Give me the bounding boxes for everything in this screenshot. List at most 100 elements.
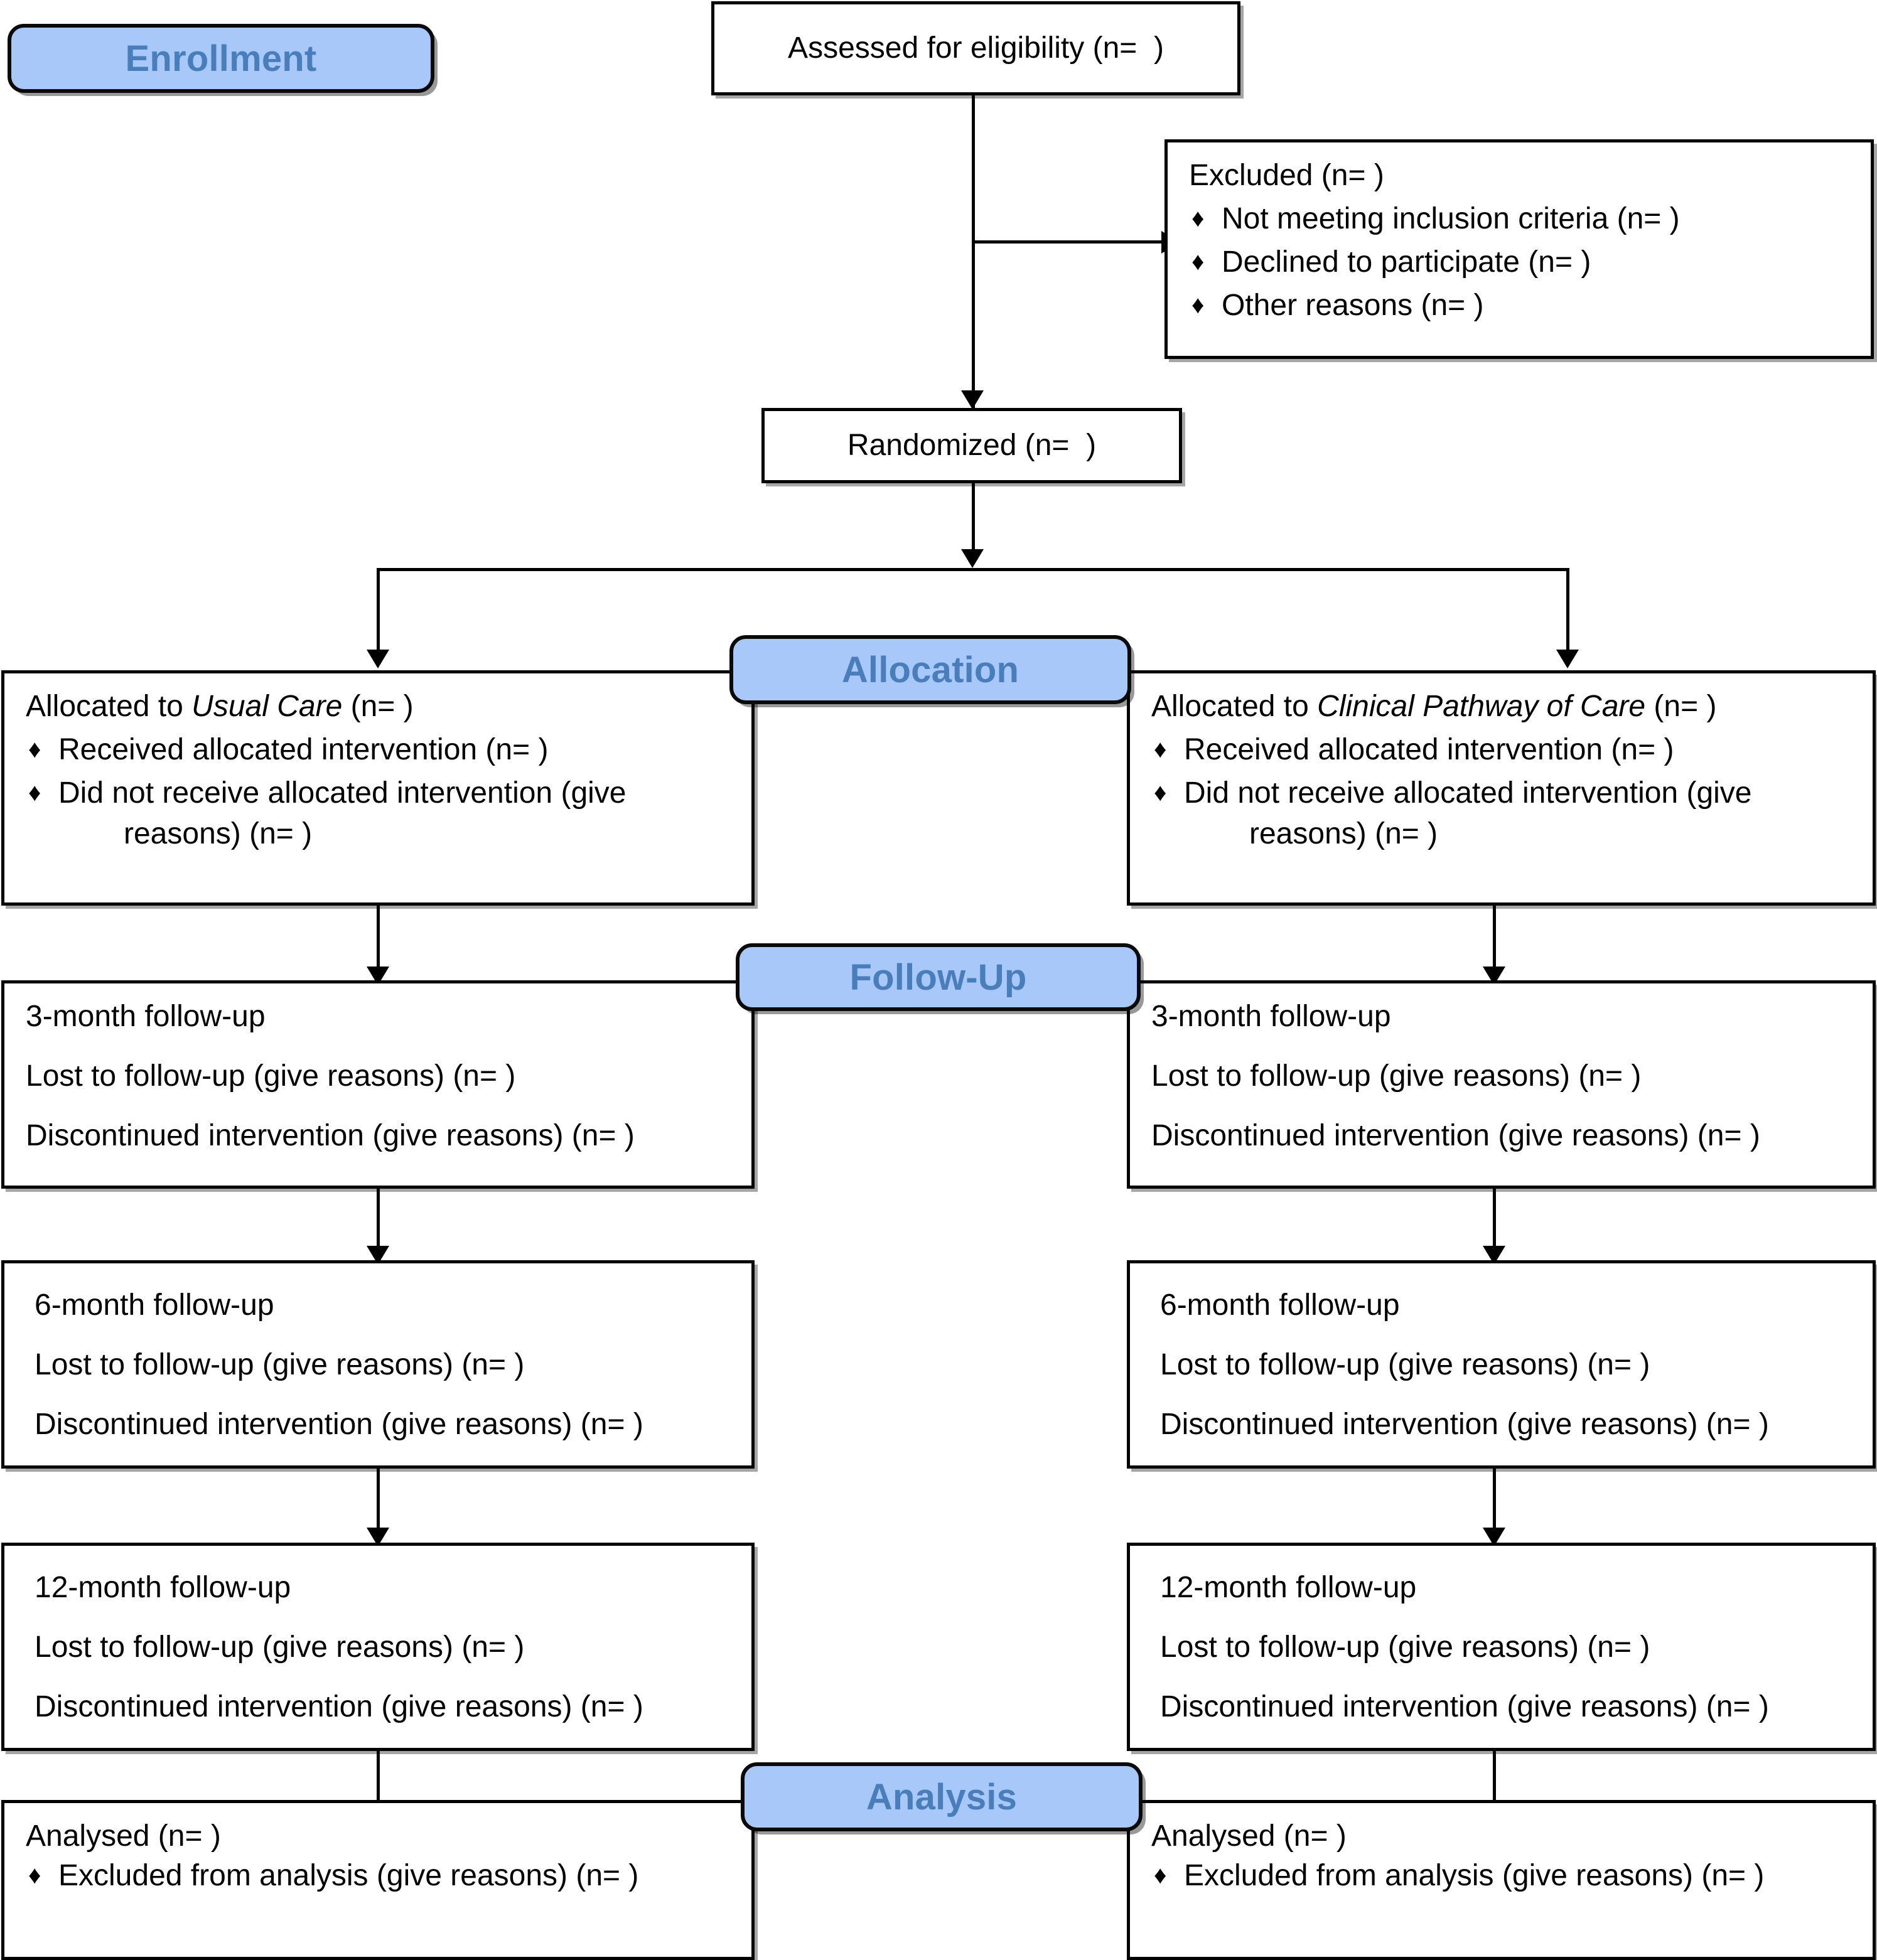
- arrow-split-to-right-allocation: [1556, 650, 1579, 668]
- diamond-bullet-icon: ♦: [28, 1861, 41, 1889]
- diamond-bullet-icon: ♦: [1191, 291, 1205, 319]
- diamond-bullet-icon: ♦: [28, 778, 41, 806]
- connector-left-alloc-to-m3: [377, 906, 380, 975]
- allocation-left-item-2: ♦ Did not receive allocated intervention…: [26, 776, 730, 850]
- excluded-reason-2: ♦ Declined to participate (n= ): [1189, 245, 1849, 279]
- excluded-reason-3: ♦ Other reasons (n= ): [1189, 288, 1849, 322]
- box-allocation-left-inner: Allocated to Usual Care (n= ) ♦ Received…: [4, 673, 751, 902]
- arrow-split-to-left-allocation: [367, 650, 389, 668]
- m3-right-heading: 3-month follow-up: [1151, 1000, 1391, 1033]
- box-followup-6month-left: 6-month follow-up Lost to follow-up (giv…: [1, 1260, 755, 1469]
- connector-split-left-vertical: [377, 568, 380, 656]
- box-analysis-left-inner: Analysed (n= ) ♦ Excluded from analysis …: [4, 1803, 751, 1957]
- stage-pill-analysis: Analysis: [741, 1762, 1143, 1831]
- assessed-text: Assessed for eligibility (n= ): [788, 31, 1164, 65]
- m6-left-discontinued: Discontinued intervention (give reasons)…: [35, 1407, 643, 1441]
- allocation-right-title-prefix: Allocated to: [1151, 690, 1318, 723]
- m3-left-heading: 3-month follow-up: [26, 1000, 266, 1033]
- box-followup-3month-left: 3-month follow-up Lost to follow-up (giv…: [1, 980, 755, 1189]
- excluded-reason-1-label: Not meeting inclusion criteria (n= ): [1222, 201, 1680, 235]
- connector-split-right-vertical: [1566, 568, 1569, 656]
- m12-right-lost: Lost to follow-up (give reasons) (n= ): [1160, 1630, 1650, 1664]
- box-allocation-right-inner: Allocated to Clinical Pathway of Care (n…: [1130, 673, 1873, 902]
- box-excluded: Excluded (n= ) ♦ Not meeting inclusion c…: [1164, 139, 1874, 359]
- box-assessed-for-eligibility: Assessed for eligibility (n= ): [711, 1, 1240, 95]
- m12-left-heading: 12-month follow-up: [35, 1571, 291, 1604]
- m12-left-lost: Lost to follow-up (give reasons) (n= ): [35, 1630, 525, 1664]
- m12-left-discontinued: Discontinued intervention (give reasons)…: [35, 1690, 643, 1723]
- arrow-to-randomized: [961, 390, 984, 409]
- allocation-right-item-1: ♦ Received allocated intervention (n= ): [1151, 734, 1851, 766]
- randomized-text: Randomized (n= ): [847, 429, 1097, 462]
- box-analysis-right: Analysed (n= ) ♦ Excluded from analysis …: [1127, 1800, 1876, 1960]
- arrow-randomized-to-split: [961, 549, 984, 568]
- m12-right-heading: 12-month follow-up: [1160, 1571, 1417, 1604]
- stage-label-analysis: Analysis: [866, 1776, 1018, 1818]
- connector-left-m6-to-m12: [377, 1469, 380, 1538]
- box-followup-6month-right: 6-month follow-up Lost to follow-up (giv…: [1127, 1260, 1876, 1469]
- box-assessed-inner: Assessed for eligibility (n= ): [714, 4, 1237, 92]
- excluded-reason-2-label: Declined to participate (n= ): [1222, 245, 1591, 279]
- stage-pill-allocation: Allocation: [729, 635, 1131, 704]
- box-followup-12month-left: 12-month follow-up Lost to follow-up (gi…: [1, 1543, 755, 1751]
- stage-label-followup: Follow-Up: [849, 956, 1027, 998]
- diamond-bullet-icon: ♦: [1154, 1861, 1167, 1889]
- allocation-right-title-suffix: (n= ): [1645, 690, 1717, 723]
- diamond-bullet-icon: ♦: [28, 735, 41, 763]
- diamond-bullet-icon: ♦: [1154, 735, 1167, 763]
- m12-right-discontinued: Discontinued intervention (give reasons)…: [1160, 1690, 1769, 1723]
- connector-to-excluded-horizontal: [972, 240, 1166, 244]
- diamond-bullet-icon: ♦: [1191, 247, 1205, 276]
- allocation-right-item-2: ♦ Did not receive allocated intervention…: [1151, 777, 1851, 850]
- analysis-left-analysed: Analysed (n= ): [26, 1819, 221, 1853]
- analysis-left-excluded-label: Excluded from analysis (give reasons) (n…: [58, 1858, 639, 1892]
- analysis-right-analysed: Analysed (n= ): [1151, 1819, 1347, 1853]
- allocation-right-item-1-label: Received allocated intervention (n= ): [1184, 732, 1674, 766]
- m6-right-heading: 6-month follow-up: [1160, 1288, 1400, 1322]
- box-allocation-right: Allocated to Clinical Pathway of Care (n…: [1127, 670, 1876, 906]
- analysis-right-excluded: ♦ Excluded from analysis (give reasons) …: [1151, 1860, 1851, 1892]
- stage-label-enrollment: Enrollment: [125, 38, 317, 79]
- connector-left-m3-to-m6: [377, 1189, 380, 1255]
- box-followup-12month-left-inner: 12-month follow-up Lost to follow-up (gi…: [4, 1546, 751, 1748]
- allocation-right-item-2-wrap: reasons) (n= ): [1249, 817, 1438, 850]
- excluded-reason-3-label: Other reasons (n= ): [1222, 288, 1484, 322]
- stage-pill-enrollment: Enrollment: [8, 24, 434, 93]
- diamond-bullet-icon: ♦: [1191, 204, 1205, 232]
- box-followup-12month-right: 12-month follow-up Lost to follow-up (gi…: [1127, 1543, 1876, 1751]
- box-analysis-right-inner: Analysed (n= ) ♦ Excluded from analysis …: [1130, 1803, 1873, 1957]
- box-analysis-left: Analysed (n= ) ♦ Excluded from analysis …: [1, 1800, 755, 1960]
- m3-left-lost: Lost to follow-up (give reasons) (n= ): [26, 1059, 516, 1093]
- allocation-left-item-2-label: Did not receive allocated intervention (…: [58, 776, 627, 810]
- box-allocation-left: Allocated to Usual Care (n= ) ♦ Received…: [1, 670, 755, 906]
- allocation-left-item-1: ♦ Received allocated intervention (n= ): [26, 734, 730, 766]
- allocation-right-title-arm: Clinical Pathway of Care: [1317, 690, 1646, 723]
- m6-left-lost: Lost to follow-up (give reasons) (n= ): [35, 1347, 525, 1381]
- box-followup-6month-right-inner: 6-month follow-up Lost to follow-up (giv…: [1130, 1263, 1873, 1465]
- m6-right-lost: Lost to follow-up (give reasons) (n= ): [1160, 1347, 1650, 1381]
- box-followup-3month-right-inner: 3-month follow-up Lost to follow-up (giv…: [1130, 983, 1873, 1186]
- m6-left-heading: 6-month follow-up: [35, 1288, 274, 1322]
- connector-left-m12-to-analysis: [377, 1751, 380, 1817]
- allocation-left-item-2-wrap: reasons) (n= ): [124, 817, 313, 850]
- excluded-title: Excluded (n= ): [1189, 159, 1384, 192]
- stage-label-allocation: Allocation: [841, 649, 1019, 690]
- box-followup-12month-right-inner: 12-month follow-up Lost to follow-up (gi…: [1130, 1546, 1873, 1748]
- box-followup-3month-right: 3-month follow-up Lost to follow-up (giv…: [1127, 980, 1876, 1189]
- box-followup-6month-left-inner: 6-month follow-up Lost to follow-up (giv…: [4, 1263, 751, 1465]
- connector-right-m6-to-m12: [1493, 1469, 1496, 1538]
- box-followup-3month-left-inner: 3-month follow-up Lost to follow-up (giv…: [4, 983, 751, 1186]
- analysis-right-excluded-label: Excluded from analysis (give reasons) (n…: [1184, 1858, 1765, 1892]
- allocation-right-title: Allocated to Clinical Pathway of Care (n…: [1151, 690, 1851, 723]
- box-excluded-inner: Excluded (n= ) ♦ Not meeting inclusion c…: [1168, 142, 1871, 356]
- allocation-left-title: Allocated to Usual Care (n= ): [26, 690, 730, 723]
- diamond-bullet-icon: ♦: [1154, 778, 1167, 806]
- m3-left-discontinued: Discontinued intervention (give reasons)…: [26, 1118, 635, 1152]
- allocation-left-title-arm: Usual Care: [191, 690, 343, 723]
- connector-assessed-vertical: [972, 95, 975, 409]
- connector-right-m12-to-analysis: [1493, 1751, 1496, 1817]
- connector-split-bar: [377, 568, 1569, 571]
- m3-right-discontinued: Discontinued intervention (give reasons)…: [1151, 1118, 1760, 1152]
- connector-right-m3-to-m6: [1493, 1189, 1496, 1255]
